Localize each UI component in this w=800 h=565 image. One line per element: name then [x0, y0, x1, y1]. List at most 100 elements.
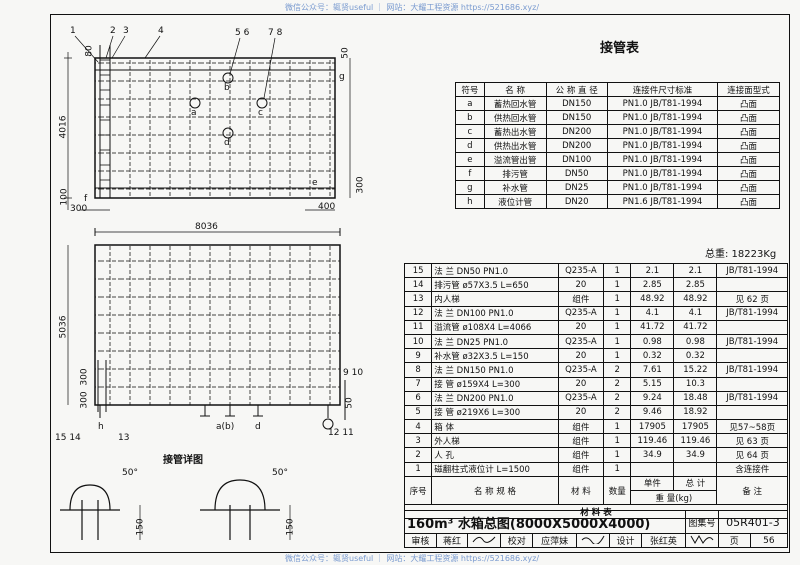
pipe-cell: 供热出水管: [483, 138, 547, 153]
material-cell: 20: [557, 404, 605, 421]
material-cell: 17905: [673, 419, 718, 435]
label-h: h: [98, 422, 104, 432]
material-cell: 1: [603, 348, 632, 364]
detail-angle-right: 50°: [272, 468, 288, 478]
material-cell: 41.72: [630, 319, 675, 335]
pipe-cell: DN25: [545, 180, 608, 195]
material-cell: 2: [603, 404, 632, 421]
material-cell: 17905: [630, 419, 675, 435]
material-cell: JB/T81-1994: [716, 390, 788, 406]
material-cell: 11: [403, 319, 433, 335]
pipe-cell: PN1.0 JB/T81-1994: [606, 110, 719, 125]
material-cell: 2: [603, 376, 632, 392]
material-cell: JB/T81-1994: [716, 362, 788, 378]
material-cell: 0.98: [630, 333, 675, 350]
material-cell: JB/T81-1994: [716, 262, 788, 279]
label-d-elev: d: [255, 422, 261, 432]
label-c: c: [258, 108, 263, 118]
material-cell: 内人梯: [431, 291, 559, 307]
header-seq: 序号: [403, 475, 433, 506]
dim-100: 100: [59, 188, 70, 206]
material-cell: [716, 376, 788, 392]
material-cell: 法 兰 DN150 PN1.0: [431, 362, 559, 378]
pipe-cell: 凸面: [717, 180, 780, 195]
total-weight: 总重: 18223Kg: [705, 249, 777, 260]
material-cell: 1: [603, 433, 632, 449]
pipe-cell: DN150: [545, 110, 608, 125]
callout-13: 13: [118, 433, 130, 443]
material-cell: JB/T81-1994: [716, 305, 788, 321]
material-cell: 1: [603, 319, 632, 335]
label-d: d: [224, 138, 230, 148]
material-cell: 6: [403, 390, 433, 406]
pipe-table-title: 接管表: [600, 41, 640, 56]
material-cell: 7.61: [630, 362, 675, 378]
material-cell: 外人梯: [431, 433, 559, 449]
material-cell: 1: [603, 291, 632, 307]
material-cell: 2.1: [673, 262, 718, 279]
label-a-b: a(b): [216, 422, 235, 432]
material-cell: [716, 404, 788, 421]
material-cell: 箱 体: [431, 419, 559, 435]
atlas-number: 05R401-3: [717, 510, 789, 534]
material-cell: 法 兰 DN50 PN1.0: [431, 262, 559, 279]
check-label: 校对: [500, 533, 534, 548]
header-dn: 公 称 直 径: [545, 82, 608, 97]
pipe-cell: 供热回水管: [483, 110, 547, 125]
watermark-top: 微信公众号：辄贤useful ｜ 网站：大耀工程资源 https://52168…: [285, 3, 540, 12]
pipe-cell: e: [455, 152, 485, 167]
header-unit: 单件: [630, 475, 675, 492]
dim-4016: 4016: [58, 115, 69, 139]
material-cell: 9: [403, 348, 433, 364]
pipe-cell: PN1.0 JB/T81-1994: [606, 180, 719, 195]
dim-5036: 5036: [58, 315, 69, 339]
pipe-cell: 溢流管出管: [483, 152, 547, 167]
material-cell: 见 63 页: [716, 433, 788, 449]
pipe-cell: g: [455, 180, 485, 195]
material-cell: 法 兰 DN25 PN1.0: [431, 333, 559, 350]
material-cell: 10.3: [673, 376, 718, 392]
pipe-cell: DN150: [545, 96, 608, 111]
material-cell: 1: [603, 447, 632, 463]
pipe-cell: d: [455, 138, 485, 153]
material-cell: 12: [403, 305, 433, 321]
material-cell: 人 孔: [431, 447, 559, 463]
material-cell: 119.46: [630, 433, 675, 449]
material-cell: 5: [403, 404, 433, 421]
material-cell: Q235-A: [557, 390, 605, 406]
detail-dim-right: 150: [285, 518, 296, 536]
plan-view: [64, 35, 351, 211]
pipe-cell: 凸面: [717, 138, 780, 153]
material-cell: 1: [403, 461, 433, 477]
pipe-cell: PN1.0 JB/T81-1994: [606, 152, 719, 167]
material-cell: 溢流管 ø108X4 L=4066: [431, 319, 559, 335]
drawing-title: 160m³ 水箱总图(8000X5000X4000): [404, 510, 686, 534]
callout-7-8: 7 8: [268, 28, 283, 38]
dim-400: 400: [318, 202, 336, 212]
pipe-cell: 补水管: [483, 180, 547, 195]
material-cell: [716, 348, 788, 364]
material-cell: 4: [403, 419, 433, 435]
material-cell: 2: [603, 390, 632, 406]
checker-signature: [576, 533, 611, 548]
pipe-cell: b: [455, 110, 485, 125]
material-cell: 34.9: [630, 447, 675, 463]
designer-name: 张红英: [640, 533, 686, 548]
pipe-cell: 凸面: [717, 124, 780, 139]
pipe-cell: PN1.0 JB/T81-1994: [606, 166, 719, 181]
material-cell: 补水管 ø32X3.5 L=150: [431, 348, 559, 364]
pipe-cell: 蓄热出水管: [483, 124, 547, 139]
